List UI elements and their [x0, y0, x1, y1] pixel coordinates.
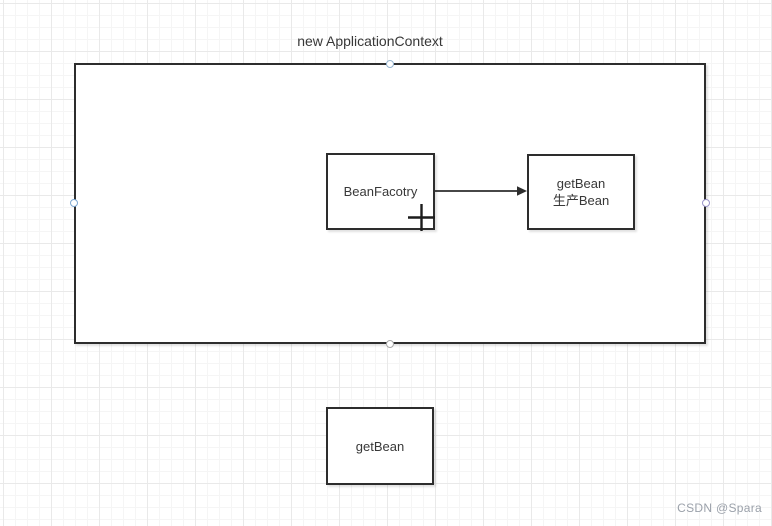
resize-handle-left[interactable] — [70, 199, 78, 207]
node-getbean[interactable]: getBean — [326, 407, 434, 485]
application-context-label: new ApplicationContext — [297, 33, 443, 49]
node-getbean-produce-line1: getBean — [556, 176, 606, 191]
node-getbean-produce[interactable]: getBean 生产Bean — [527, 154, 635, 230]
resize-handle-top[interactable] — [386, 60, 394, 68]
crosshair-cursor-icon — [408, 204, 435, 231]
node-beanfactory-label: BeanFacotry — [343, 184, 418, 199]
resize-handle-bottom[interactable] — [386, 340, 394, 348]
arrowhead-icon — [517, 186, 527, 196]
node-getbean-produce-line2: 生产Bean — [552, 193, 610, 208]
watermark: CSDN @Spara — [677, 501, 762, 515]
resize-handle-right[interactable] — [702, 199, 710, 207]
node-getbean-produce-label: getBean 生产Bean — [553, 175, 609, 209]
node-beanfactory[interactable]: BeanFacotry — [326, 153, 435, 230]
node-getbean-label: getBean — [355, 438, 405, 454]
arrow-beanfactory-to-getbean[interactable] — [435, 182, 527, 200]
